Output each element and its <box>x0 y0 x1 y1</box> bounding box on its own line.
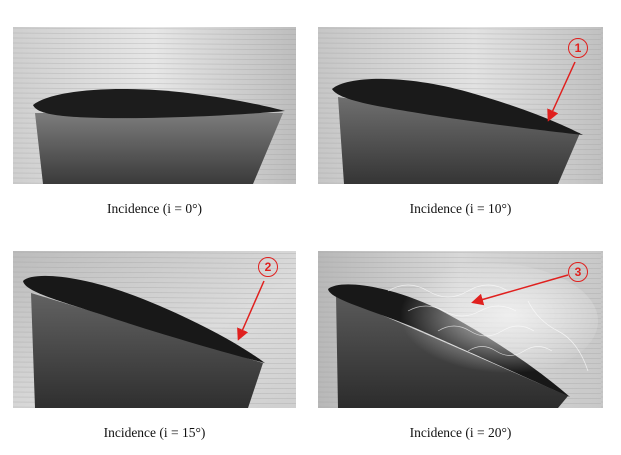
airfoil-photo-20 <box>318 251 603 408</box>
photo-incidence-0 <box>13 27 296 184</box>
photo-incidence-15 <box>13 251 296 408</box>
airfoil-photo-15 <box>13 251 296 408</box>
photo-incidence-10 <box>318 27 603 184</box>
caption-incidence-10: Incidence (i = 10°) <box>409 201 512 216</box>
caption-incidence-20: Incidence (i = 20°) <box>409 425 512 440</box>
airfoil-photo-0 <box>13 27 296 184</box>
airfoil-photo-10 <box>318 27 603 184</box>
callout-1: 1 <box>568 38 588 58</box>
caption-incidence-0: Incidence (i = 0°) <box>106 201 203 216</box>
caption-incidence-15: Incidence (i = 15°) <box>103 425 206 440</box>
photo-incidence-20 <box>318 251 603 408</box>
callout-3: 3 <box>568 262 588 282</box>
callout-2: 2 <box>258 257 278 277</box>
